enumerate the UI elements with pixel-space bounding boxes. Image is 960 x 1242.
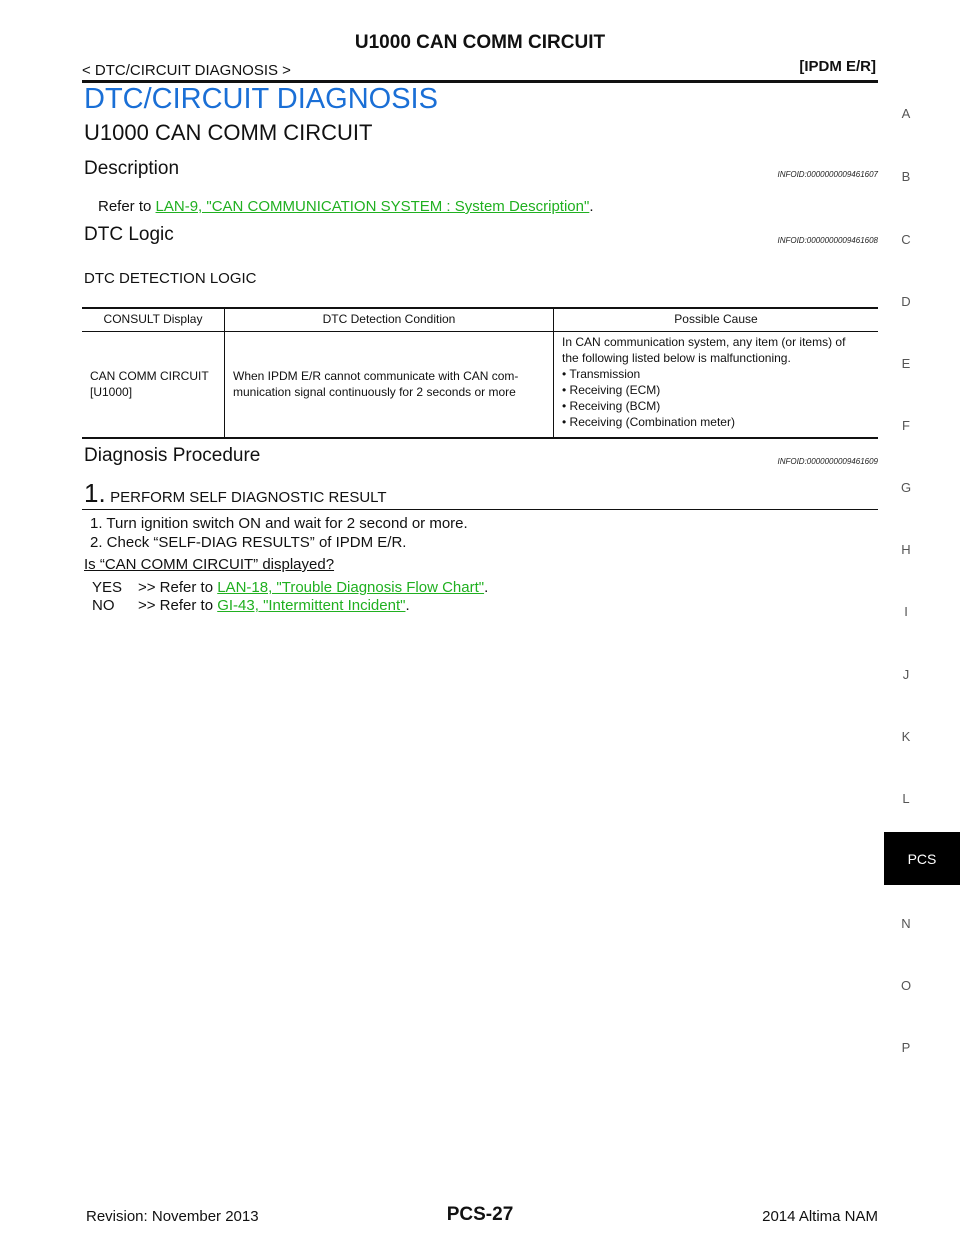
consult-display-code: [U1000] [90, 385, 133, 400]
step-title: PERFORM SELF DIAGNOSTIC RESULT [110, 489, 387, 506]
detection-condition-line: When IPDM E/R cannot communicate with CA… [233, 369, 519, 384]
diagnosis-heading: Diagnosis Procedure [84, 445, 261, 466]
detection-condition-line: munication signal continuously for 2 sec… [233, 385, 516, 400]
yes-branch: YES >> Refer to LAN-18, "Trouble Diagnosi… [92, 579, 488, 596]
list-item: Receiving (Combination meter) [562, 414, 870, 430]
table-header-row: CONSULT Display DTC Detection Condition … [82, 307, 878, 332]
column-header-consult-display: CONSULT Display [82, 307, 225, 332]
step-number: 1. [84, 478, 106, 508]
refer-prefix: Refer to [98, 198, 156, 215]
side-index-n[interactable]: N [901, 916, 911, 931]
dtc-logic-infoid: INFOID:0000000009461608 [777, 236, 878, 245]
detection-condition-cell: When IPDM E/R cannot communicate with CA… [224, 331, 554, 437]
step-question: Is “CAN COMM CIRCUIT” displayed? [84, 556, 335, 573]
gi-43-link[interactable]: GI-43, "Intermittent Incident" [217, 597, 406, 614]
consult-display-line: CAN COMM CIRCUIT [90, 369, 209, 384]
table-row: CAN COMM CIRCUIT [U1000] When IPDM E/R c… [82, 331, 879, 437]
side-index-a[interactable]: A [901, 106, 911, 121]
footer-revision: Revision: November 2013 [86, 1208, 259, 1225]
no-prefix: >> Refer to [138, 597, 218, 614]
lan-18-link[interactable]: LAN-18, "Trouble Diagnosis Flow Chart" [217, 579, 485, 596]
yes-prefix: >> Refer to [138, 579, 218, 596]
subsection-title: U1000 CAN COMM CIRCUIT [84, 120, 373, 145]
possible-cause-list: Transmission Receiving (ECM) Receiving (… [562, 366, 870, 430]
possible-cause-intro: In CAN communication system, any item (o… [562, 335, 846, 349]
no-label: NO [92, 597, 115, 614]
side-index-i[interactable]: I [904, 604, 908, 619]
description-infoid: INFOID:0000000009461607 [777, 170, 878, 179]
breadcrumb: < DTC/CIRCUIT DIAGNOSIS > [82, 62, 291, 79]
column-header-possible-cause: Possible Cause [553, 307, 878, 332]
no-branch: NO >> Refer to GI-43, "Intermittent Incid… [92, 597, 410, 614]
dtc-detection-logic-label: DTC DETECTION LOGIC [84, 270, 257, 287]
side-index-h[interactable]: H [901, 542, 911, 557]
diagnosis-infoid: INFOID:0000000009461609 [777, 457, 878, 466]
description-heading: Description [84, 158, 180, 179]
side-index-f[interactable]: F [902, 418, 910, 433]
side-index-o[interactable]: O [900, 978, 912, 993]
dtc-table: CONSULT Display DTC Detection Condition … [82, 307, 878, 437]
instruction-1: 1. Turn ignition switch ON and wait for … [90, 515, 468, 532]
section-title: DTC/CIRCUIT DIAGNOSIS [84, 83, 438, 115]
side-index-p[interactable]: P [901, 1040, 911, 1055]
no-suffix: . [405, 597, 410, 614]
side-index-e[interactable]: E [901, 356, 911, 371]
list-item: Receiving (ECM) [562, 382, 870, 398]
side-index-k[interactable]: K [901, 729, 911, 744]
model-tag: [IPDM E/R] [799, 58, 876, 75]
page-header-title: U1000 CAN COMM CIRCUIT [354, 32, 606, 53]
footer-page-number: PCS-27 [446, 1204, 514, 1225]
list-item: Receiving (BCM) [562, 398, 870, 414]
possible-cause-cell: In CAN communication system, any item (o… [554, 332, 879, 437]
column-header-detection-condition: DTC Detection Condition [224, 307, 554, 332]
side-tab-pcs[interactable]: PCS [884, 832, 960, 885]
dtc-logic-heading: DTC Logic [84, 224, 174, 245]
consult-display-cell: CAN COMM CIRCUIT [U1000] [82, 331, 225, 437]
step-heading: 1. PERFORM SELF DIAGNOSTIC RESULT [84, 478, 387, 509]
side-index-d[interactable]: D [901, 294, 911, 309]
instruction-2: 2. Check “SELF-DIAG RESULTS” of IPDM E/R… [90, 534, 407, 551]
lan-9-link[interactable]: LAN-9, "CAN COMMUNICATION SYSTEM : Syste… [155, 198, 590, 215]
table-bottom-rule [82, 437, 878, 439]
description-text: Refer to LAN-9, "CAN COMMUNICATION SYSTE… [98, 198, 593, 215]
side-index-g[interactable]: G [900, 480, 912, 495]
side-index-j[interactable]: J [902, 667, 910, 682]
step-divider [82, 509, 878, 510]
side-index-c[interactable]: C [901, 232, 911, 247]
side-index-l[interactable]: L [902, 791, 910, 806]
footer-model: 2014 Altima NAM [762, 1208, 878, 1225]
possible-cause-intro: the following listed below is malfunctio… [562, 351, 791, 365]
side-index-b[interactable]: B [901, 169, 911, 184]
header-divider [82, 80, 878, 83]
yes-suffix: . [484, 579, 489, 596]
list-item: Transmission [562, 366, 870, 382]
yes-label: YES [92, 579, 123, 596]
refer-suffix: . [589, 198, 594, 215]
